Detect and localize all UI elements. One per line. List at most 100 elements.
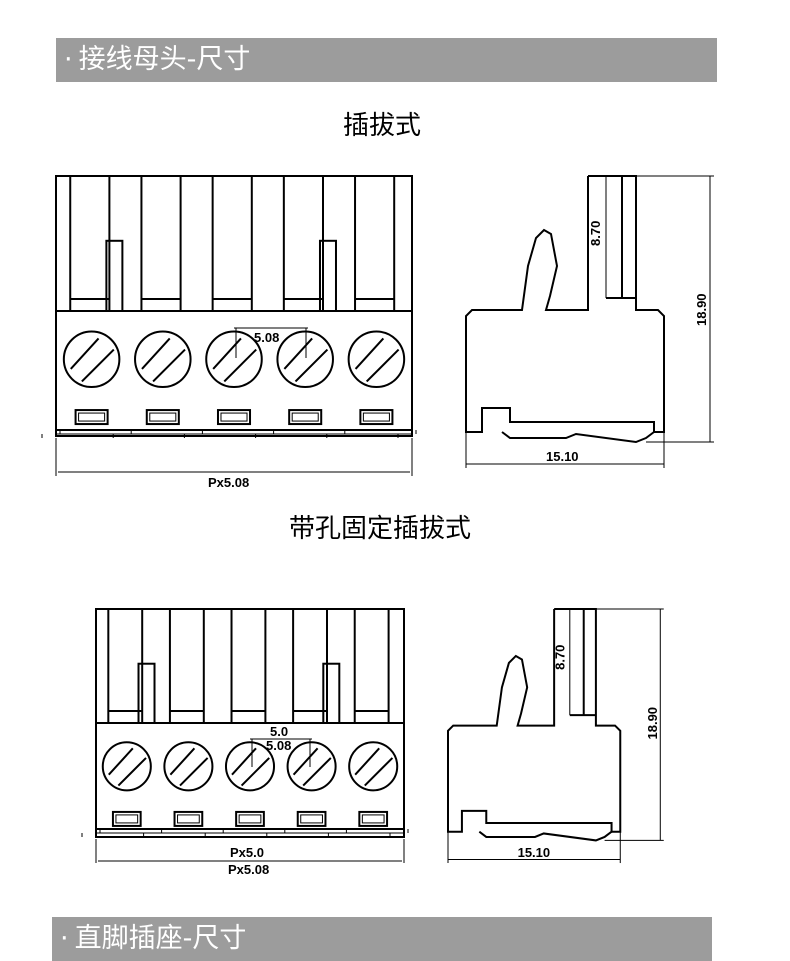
- wire-slot-inner: [362, 412, 390, 422]
- width-label-secondary: Px5.08: [228, 862, 269, 877]
- wire-slot-inner: [149, 412, 177, 422]
- screw-slot: [223, 348, 257, 383]
- housing-outline: [447, 608, 622, 833]
- wire-slot: [235, 810, 265, 827]
- bottom-rail: [81, 828, 409, 837]
- screw-terminal: [348, 741, 399, 792]
- total-height-label: 18.90: [645, 707, 660, 740]
- width-dimension: Px5.0 Px5.08: [95, 839, 405, 877]
- variant-title-fixed-hole-pluggable: 带孔固定插拔式: [288, 514, 471, 544]
- wire-slot: [111, 810, 142, 827]
- screw-terminal: [286, 741, 337, 792]
- front-view-drawing-pluggable: 5.08 Px5.08: [41, 175, 417, 490]
- screw-slot: [141, 337, 171, 370]
- screw-slot: [117, 757, 147, 787]
- wire-slot-inner: [361, 814, 385, 824]
- wire-slot-inner: [177, 814, 200, 824]
- pitch-label-secondary: 5.08: [266, 738, 291, 753]
- screw-slot: [365, 348, 400, 383]
- variant-title-pluggable: 插拔式: [342, 111, 421, 141]
- latch-tab: [105, 239, 124, 312]
- width-label-primary: Px5.0: [230, 845, 264, 860]
- screw-terminal: [101, 741, 152, 792]
- screw-head-icon: [347, 330, 406, 389]
- screw-slot: [81, 348, 115, 383]
- latch-tab: [318, 239, 337, 312]
- section-title: 直脚插座-尺寸: [74, 923, 247, 954]
- wire-slot-inner: [238, 814, 262, 824]
- wire-slot-inner: [115, 814, 139, 824]
- wire-entry-channels: [69, 176, 396, 312]
- section-header-female-plug-dimensions: ·接线母头-尺寸: [56, 38, 717, 82]
- wire-slot-inner: [291, 412, 319, 422]
- screw-slot: [240, 757, 270, 787]
- width-label: Px5.08: [208, 475, 249, 490]
- screw-terminal: [205, 330, 263, 389]
- wire-slot-inner: [220, 412, 248, 422]
- screw-terminal: [134, 330, 192, 389]
- bottom-rail: [41, 429, 417, 438]
- pitch-dimension: 5.08: [234, 327, 308, 358]
- screw-slot: [283, 337, 313, 370]
- wire-slot: [173, 810, 204, 827]
- width-dimension: Px5.08: [55, 438, 413, 490]
- wire-slot-inner: [78, 412, 106, 422]
- side-view-drawing-pluggable: 8.70 18.90 15.10: [465, 175, 714, 468]
- foot-outline: [478, 830, 613, 842]
- screw-terminal: [347, 330, 406, 389]
- screw-terminals: [62, 330, 406, 389]
- wire-slots: [74, 409, 394, 426]
- pitch-label-primary: 5.0: [270, 724, 288, 739]
- wire-slot: [288, 409, 323, 426]
- wire-slot: [216, 409, 252, 426]
- screw-slot: [354, 337, 385, 370]
- latch-tab: [322, 662, 341, 724]
- front-view-drawing-fixed-hole: 5.0 5.08 Px5.0 Px5.08: [81, 608, 409, 877]
- screw-terminals: [101, 741, 399, 792]
- screw-slot: [294, 348, 329, 383]
- screw-terminal: [276, 330, 334, 389]
- section-header-straight-pin-socket-dimensions: ·直脚插座-尺寸: [52, 917, 712, 961]
- latch-tab: [137, 662, 156, 724]
- upper-height-label: 8.70: [588, 221, 603, 246]
- screw-slot: [70, 337, 100, 370]
- wire-slot: [358, 810, 389, 827]
- side-view-drawing-fixed-hole: 8.70 18.90 15.10: [447, 608, 664, 864]
- screw-slot: [169, 747, 196, 776]
- screw-head-icon: [163, 741, 214, 792]
- screw-head-icon: [276, 330, 334, 389]
- screw-terminal: [163, 741, 214, 792]
- wire-entry-channels: [107, 609, 390, 724]
- bullet: ·: [60, 923, 69, 954]
- screw-head-icon: [224, 741, 276, 792]
- screw-slot: [212, 337, 242, 370]
- wire-slot: [145, 409, 180, 426]
- wire-slot-inner: [300, 814, 323, 824]
- wire-slot: [74, 409, 109, 426]
- screw-slot: [354, 747, 380, 776]
- pitch-dimension: 5.0 5.08: [250, 724, 312, 767]
- wire-slot: [359, 409, 394, 426]
- depth-label: 15.10: [518, 845, 551, 860]
- housing-outline: [465, 175, 665, 433]
- screw-terminal: [62, 330, 121, 389]
- screw-head-icon: [62, 330, 121, 389]
- screw-head-icon: [101, 741, 152, 792]
- pitch-label: 5.08: [254, 330, 279, 345]
- section-title: 接线母头-尺寸: [78, 44, 251, 75]
- screw-slot: [152, 348, 186, 383]
- foot-outline: [501, 431, 655, 444]
- upper-height-label: 8.70: [553, 645, 568, 670]
- screw-slot: [292, 747, 319, 776]
- wire-slots: [111, 810, 389, 827]
- screw-slot: [179, 757, 209, 787]
- total-height-label: 18.90: [694, 293, 709, 326]
- screw-slot: [108, 747, 134, 776]
- bullet: ·: [64, 44, 73, 75]
- screw-slot: [302, 757, 332, 787]
- screw-head-icon: [134, 330, 192, 389]
- screw-head-icon: [286, 741, 337, 792]
- wire-slot: [296, 810, 327, 827]
- depth-label: 15.10: [546, 449, 579, 464]
- screw-slot: [364, 757, 394, 787]
